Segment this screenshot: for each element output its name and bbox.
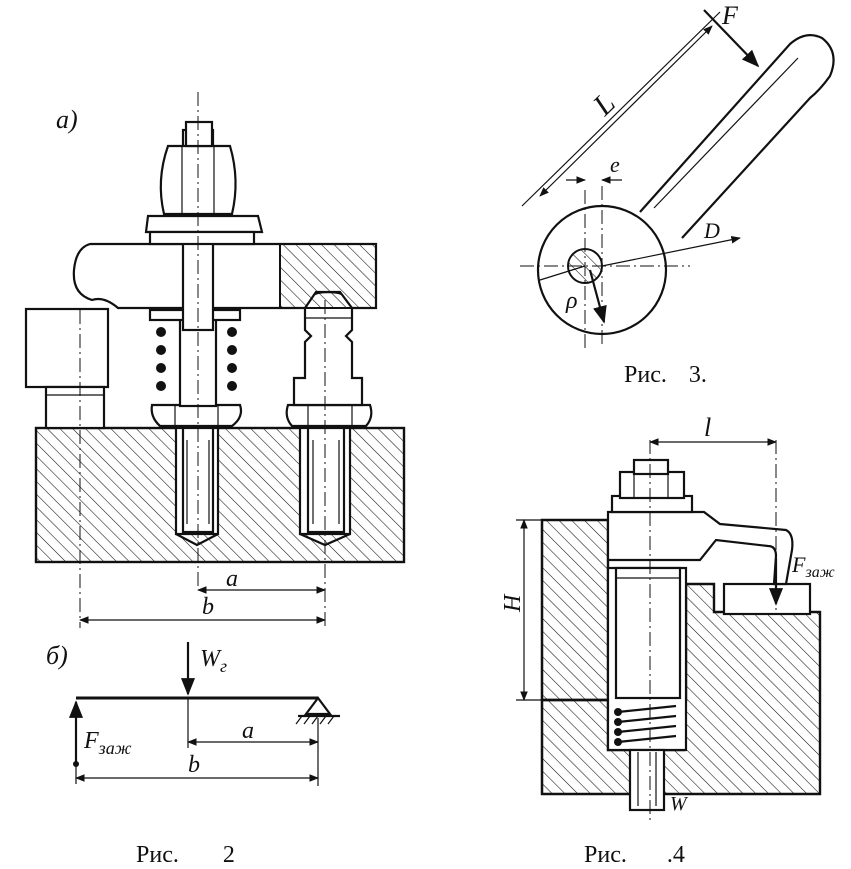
- label-rho: ρ: [565, 288, 578, 314]
- label-D: D: [703, 218, 720, 243]
- dim-a-label: a: [226, 566, 238, 592]
- force-w-label: Wг: [200, 646, 227, 676]
- fig3-eccentric: e L F D ρ Рис.3.: [520, 1, 835, 388]
- label-H: H: [500, 593, 526, 613]
- label-e: e: [610, 152, 620, 177]
- fig2-caption: Рис.2: [136, 842, 235, 868]
- dim-b-label: b: [202, 594, 214, 620]
- spring-4: [617, 704, 677, 744]
- fig3-caption: Рис.3.: [624, 362, 707, 388]
- top-nut: [159, 144, 237, 216]
- label-F4: Fзаж: [791, 552, 835, 581]
- label-W: W: [670, 793, 689, 815]
- fig4-strap-clamp: W l H Fзаж Рис..4: [500, 413, 835, 868]
- label-l: l: [704, 413, 711, 442]
- beam-dim-a: a: [242, 718, 254, 744]
- label-L: L: [586, 87, 622, 123]
- fig2b-label: б): [46, 641, 68, 670]
- lower-nut-left: [150, 403, 243, 428]
- fixture-body: [540, 518, 610, 702]
- strap-nut: [618, 470, 686, 500]
- workpiece-4: [722, 582, 812, 616]
- fig2b-beam-scheme: б) Wг Fзаж a b Рис.2: [46, 641, 340, 868]
- washer: [144, 214, 264, 234]
- pin-support: [303, 696, 333, 716]
- force-F-arrow: [703, 9, 760, 68]
- strap: [606, 510, 794, 586]
- fig2a-clamp-assembly: а) a b: [24, 92, 406, 628]
- workpiece: [24, 307, 110, 389]
- cam-handle: [639, 33, 835, 239]
- beam-dim-b: b: [188, 752, 200, 778]
- label-F: F: [721, 1, 739, 30]
- fig4-caption: Рис..4: [584, 842, 685, 868]
- force-f-label: Fзаж: [83, 728, 132, 758]
- plunger: [614, 566, 682, 700]
- lower-nut-right: [285, 403, 373, 428]
- fig2a-label: а): [56, 105, 78, 134]
